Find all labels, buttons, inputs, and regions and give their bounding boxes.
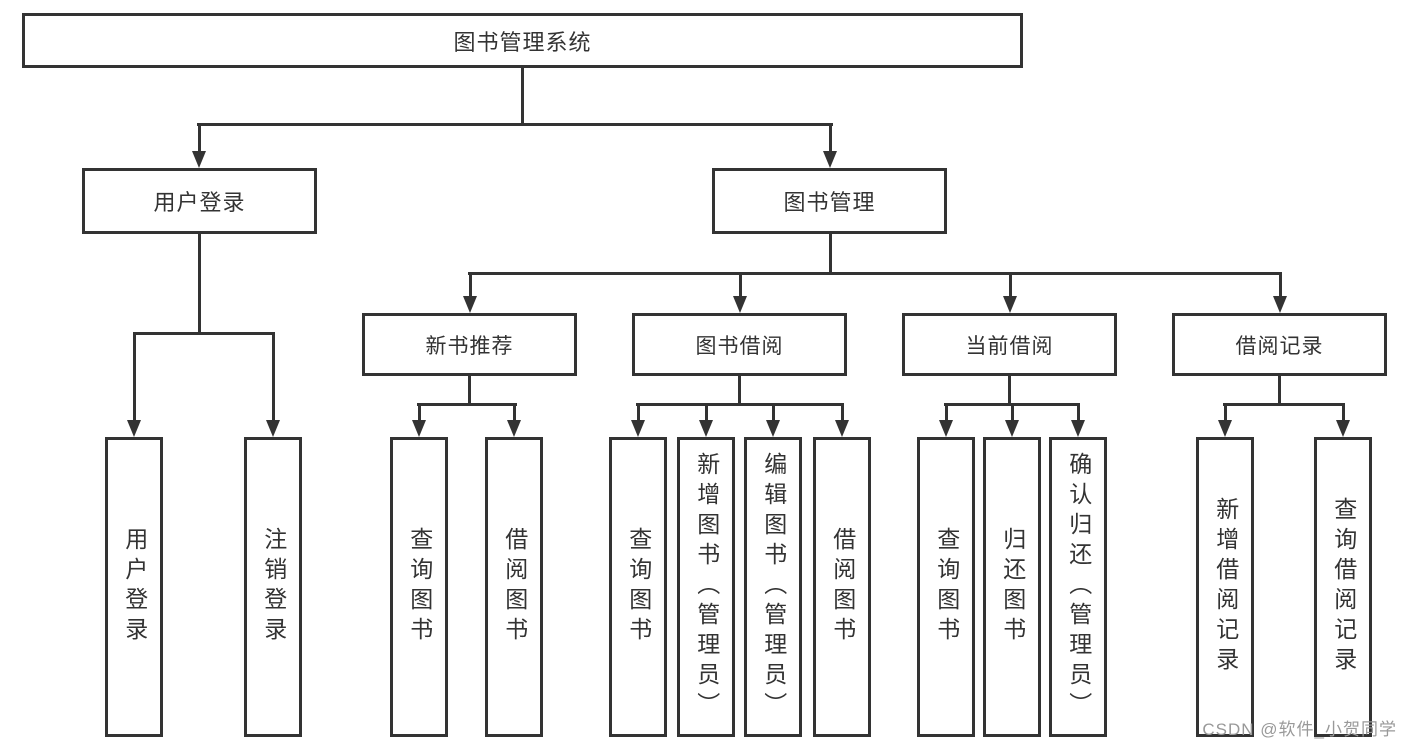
arrow-down-icon [939,403,953,437]
arrow-down-icon [766,403,780,437]
node-label: 图书管理系统 [453,29,592,55]
node-label: 借阅记录 [1235,334,1324,358]
node-query-books-recommend: 查询图书 [390,437,448,737]
arrow-down-icon [463,272,477,313]
csdn-watermark: CSDN @软件_小贺同学 [1202,720,1397,739]
node-borrow-books-recommend: 借阅图书 [485,437,543,737]
node-label: 新增借阅记录 [1212,497,1239,677]
arrow-down-icon [1071,403,1085,437]
arrow-down-icon [733,272,747,313]
node-library-management-system: 图书管理系统 [22,13,1023,68]
node-user-login: 用户登录 [82,168,317,234]
node-new-book-recommend: 新书推荐 [362,313,577,376]
node-edit-book-admin: 编辑图书（管理员） [744,437,802,737]
node-add-book-admin: 新增图书（管理员） [677,437,735,737]
node-label: 借阅图书 [829,527,856,647]
connector-line-vertical [1008,376,1011,406]
node-label: 用户登录 [121,527,148,647]
node-label: 借阅图书 [501,527,528,647]
arrow-down-icon [1003,272,1017,313]
connector-line-vertical [468,376,471,406]
node-book-management: 图书管理 [712,168,947,234]
node-query-books-current: 查询图书 [917,437,975,737]
arrow-down-icon [1273,272,1287,313]
connector-line-horizontal [1223,403,1345,406]
node-current-borrow: 当前借阅 [902,313,1117,376]
node-label: 图书借阅 [695,334,784,358]
arrow-down-icon [192,123,206,168]
node-label: 编辑图书（管理员） [760,452,787,722]
connector-line-vertical [738,376,741,406]
arrow-down-icon [412,403,426,437]
connector-line-horizontal [197,123,833,126]
node-borrow-record: 借阅记录 [1172,313,1387,376]
arrow-down-icon [266,332,280,437]
connector-line-vertical [198,234,201,335]
connector-line-vertical [1278,376,1281,406]
node-book-borrow: 图书借阅 [632,313,847,376]
connector-line-horizontal [417,403,517,406]
node-query-books-borrow: 查询图书 [609,437,667,737]
node-label: 查询借阅记录 [1330,497,1357,677]
node-label: 用户登录 [153,190,246,215]
node-label: 确认归还（管理员） [1065,452,1092,722]
node-label: 查询图书 [625,527,652,647]
arrow-down-icon [507,403,521,437]
connector-line-horizontal [133,332,275,335]
connector-line-vertical [829,234,832,275]
node-confirm-return-admin: 确认归还（管理员） [1049,437,1107,737]
node-label: 注销登录 [260,527,287,647]
arrow-down-icon [127,332,141,437]
node-label: 当前借阅 [965,334,1054,358]
node-user-login-leaf: 用户登录 [105,437,163,737]
node-return-book: 归还图书 [983,437,1041,737]
connector-line-horizontal [468,272,1282,275]
node-borrow-books: 借阅图书 [813,437,871,737]
arrow-down-icon [823,123,837,168]
node-add-borrow-record: 新增借阅记录 [1196,437,1254,737]
node-logout: 注销登录 [244,437,302,737]
connector-line-vertical [521,66,524,126]
node-label: 新增图书（管理员） [693,452,720,722]
arrow-down-icon [699,403,713,437]
arrow-down-icon [1336,403,1350,437]
connector-line-horizontal [636,403,844,406]
arrow-down-icon [1005,403,1019,437]
node-label: 图书管理 [783,190,876,215]
node-query-borrow-record: 查询借阅记录 [1314,437,1372,737]
arrow-down-icon [1218,403,1232,437]
node-label: 归还图书 [999,527,1026,647]
node-label: 新书推荐 [425,334,514,358]
node-label: 查询图书 [406,527,433,647]
arrow-down-icon [631,403,645,437]
node-label: 查询图书 [933,527,960,647]
arrow-down-icon [835,403,849,437]
